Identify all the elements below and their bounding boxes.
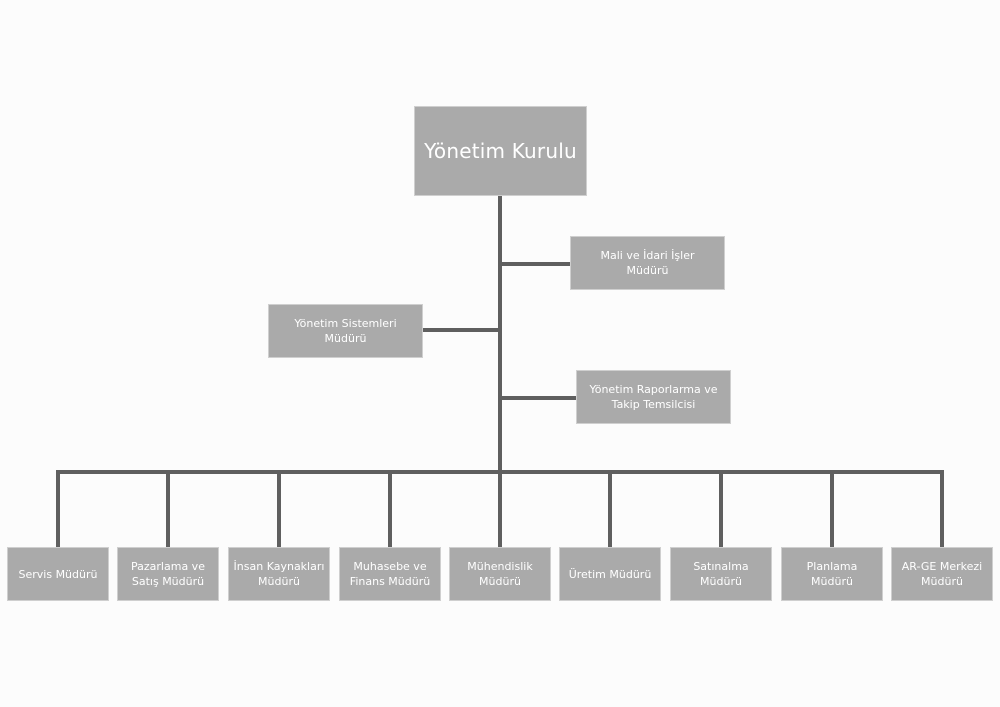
node-muhendislik-muduru: Mühendislik Müdürü <box>449 547 551 601</box>
drop-line <box>498 470 502 548</box>
drop-line <box>277 470 281 548</box>
node-arge-merkezi-muduru: AR-GE Merkezi Müdürü <box>891 547 993 601</box>
node-satinalma-muduru: Satınalma Müdürü <box>670 547 772 601</box>
node-yonetim-kurulu: Yönetim Kurulu <box>414 106 587 196</box>
drop-line <box>940 470 944 548</box>
node-insan-kaynaklari-muduru: İnsan Kaynakları Müdürü <box>228 547 330 601</box>
drop-line <box>56 470 60 548</box>
node-yonetim-raporlama-takip-temsilcisi: Yönetim Raporlarma ve Takip Temsilcisi <box>576 370 731 424</box>
node-pazarlama-satis-muduru: Pazarlama ve Satış Müdürü <box>117 547 219 601</box>
branch-line-yonetim-sistemleri <box>422 328 500 332</box>
node-yonetim-sistemleri-muduru: Yönetim Sistemleri Müdürü <box>268 304 423 358</box>
drop-line <box>830 470 834 548</box>
node-muhasebe-finans-muduru: Muhasebe ve Finans Müdürü <box>339 547 441 601</box>
drop-line <box>719 470 723 548</box>
drop-line <box>166 470 170 548</box>
node-uretim-muduru: Üretim Müdürü <box>559 547 661 601</box>
trunk-line <box>498 195 502 472</box>
drop-line <box>608 470 612 548</box>
node-planlama-muduru: Planlama Müdürü <box>781 547 883 601</box>
node-servis-muduru: Servis Müdürü <box>7 547 109 601</box>
node-mali-idari-isler-muduru: Mali ve İdari İşler Müdürü <box>570 236 725 290</box>
branch-line-raporlama-takip <box>500 396 577 400</box>
branch-line-mali-idari <box>500 262 571 266</box>
drop-line <box>388 470 392 548</box>
